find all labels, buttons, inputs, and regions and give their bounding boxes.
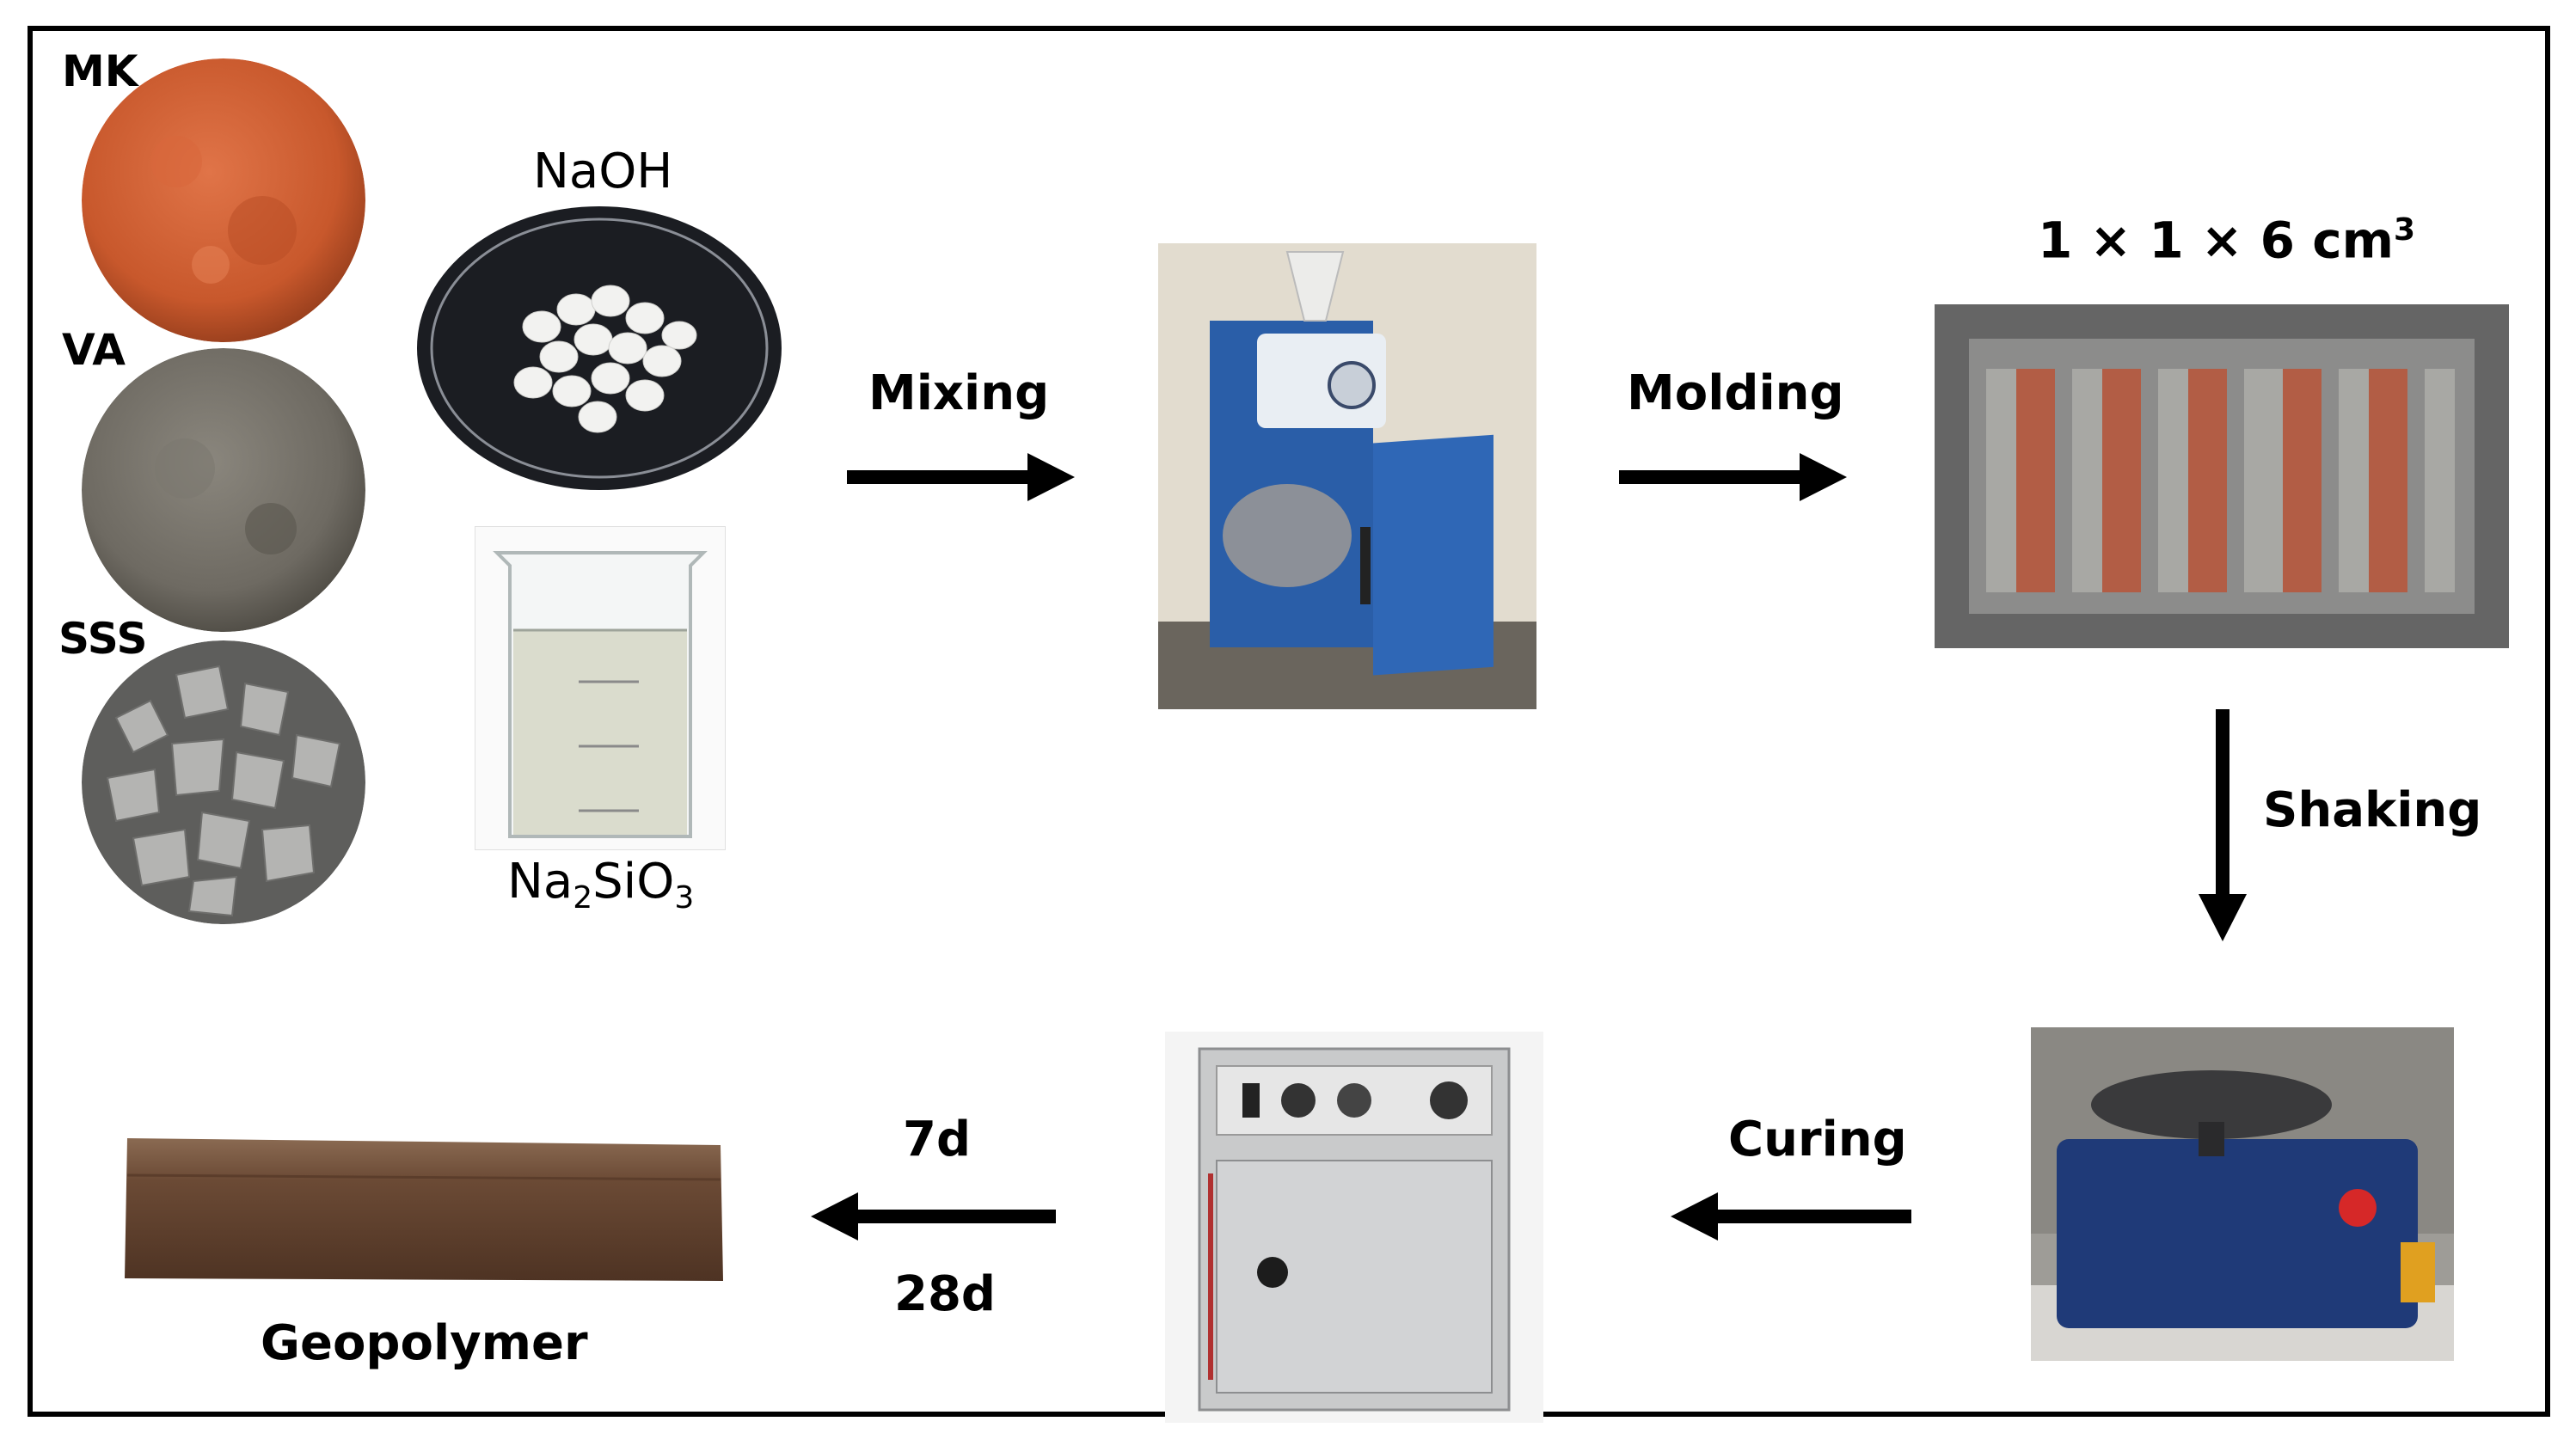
mortar-mixer-image <box>1158 243 1536 709</box>
label-mk: MK <box>62 46 138 96</box>
arrow-aging <box>811 1192 1056 1241</box>
arrow-shaking <box>2199 709 2247 941</box>
mold-image <box>1935 304 2509 648</box>
label-mixing: Mixing <box>868 365 1050 421</box>
sodium-silicate-beaker-image <box>475 526 726 850</box>
label-curing: Curing <box>1728 1112 1907 1167</box>
volcanic-ash-image <box>82 348 365 632</box>
steel-slag-image <box>82 640 365 924</box>
label-molding: Molding <box>1627 365 1844 421</box>
label-va: VA <box>62 325 126 375</box>
label-sss: SSS <box>58 614 148 664</box>
label-naoh: NaOH <box>533 144 673 199</box>
arrow-curing <box>1671 1192 1911 1241</box>
label-28d: 28d <box>894 1266 997 1322</box>
metakaolin-image <box>82 58 365 342</box>
curing-oven-image <box>1165 1032 1543 1423</box>
label-mold-dimensions: 1 × 1 × 6 cm3 <box>2038 211 2416 270</box>
label-na2sio3: Na2SiO3 <box>507 854 695 916</box>
arrow-molding <box>1619 453 1847 501</box>
shaking-table-image <box>2031 1027 2454 1361</box>
arrow-mixing <box>847 453 1075 501</box>
label-geopolymer: Geopolymer <box>261 1315 588 1371</box>
naoh-image <box>413 198 787 494</box>
label-7d: 7d <box>903 1112 972 1167</box>
geopolymer-specimen-image <box>123 1136 725 1283</box>
label-shaking: Shaking <box>2263 782 2482 838</box>
